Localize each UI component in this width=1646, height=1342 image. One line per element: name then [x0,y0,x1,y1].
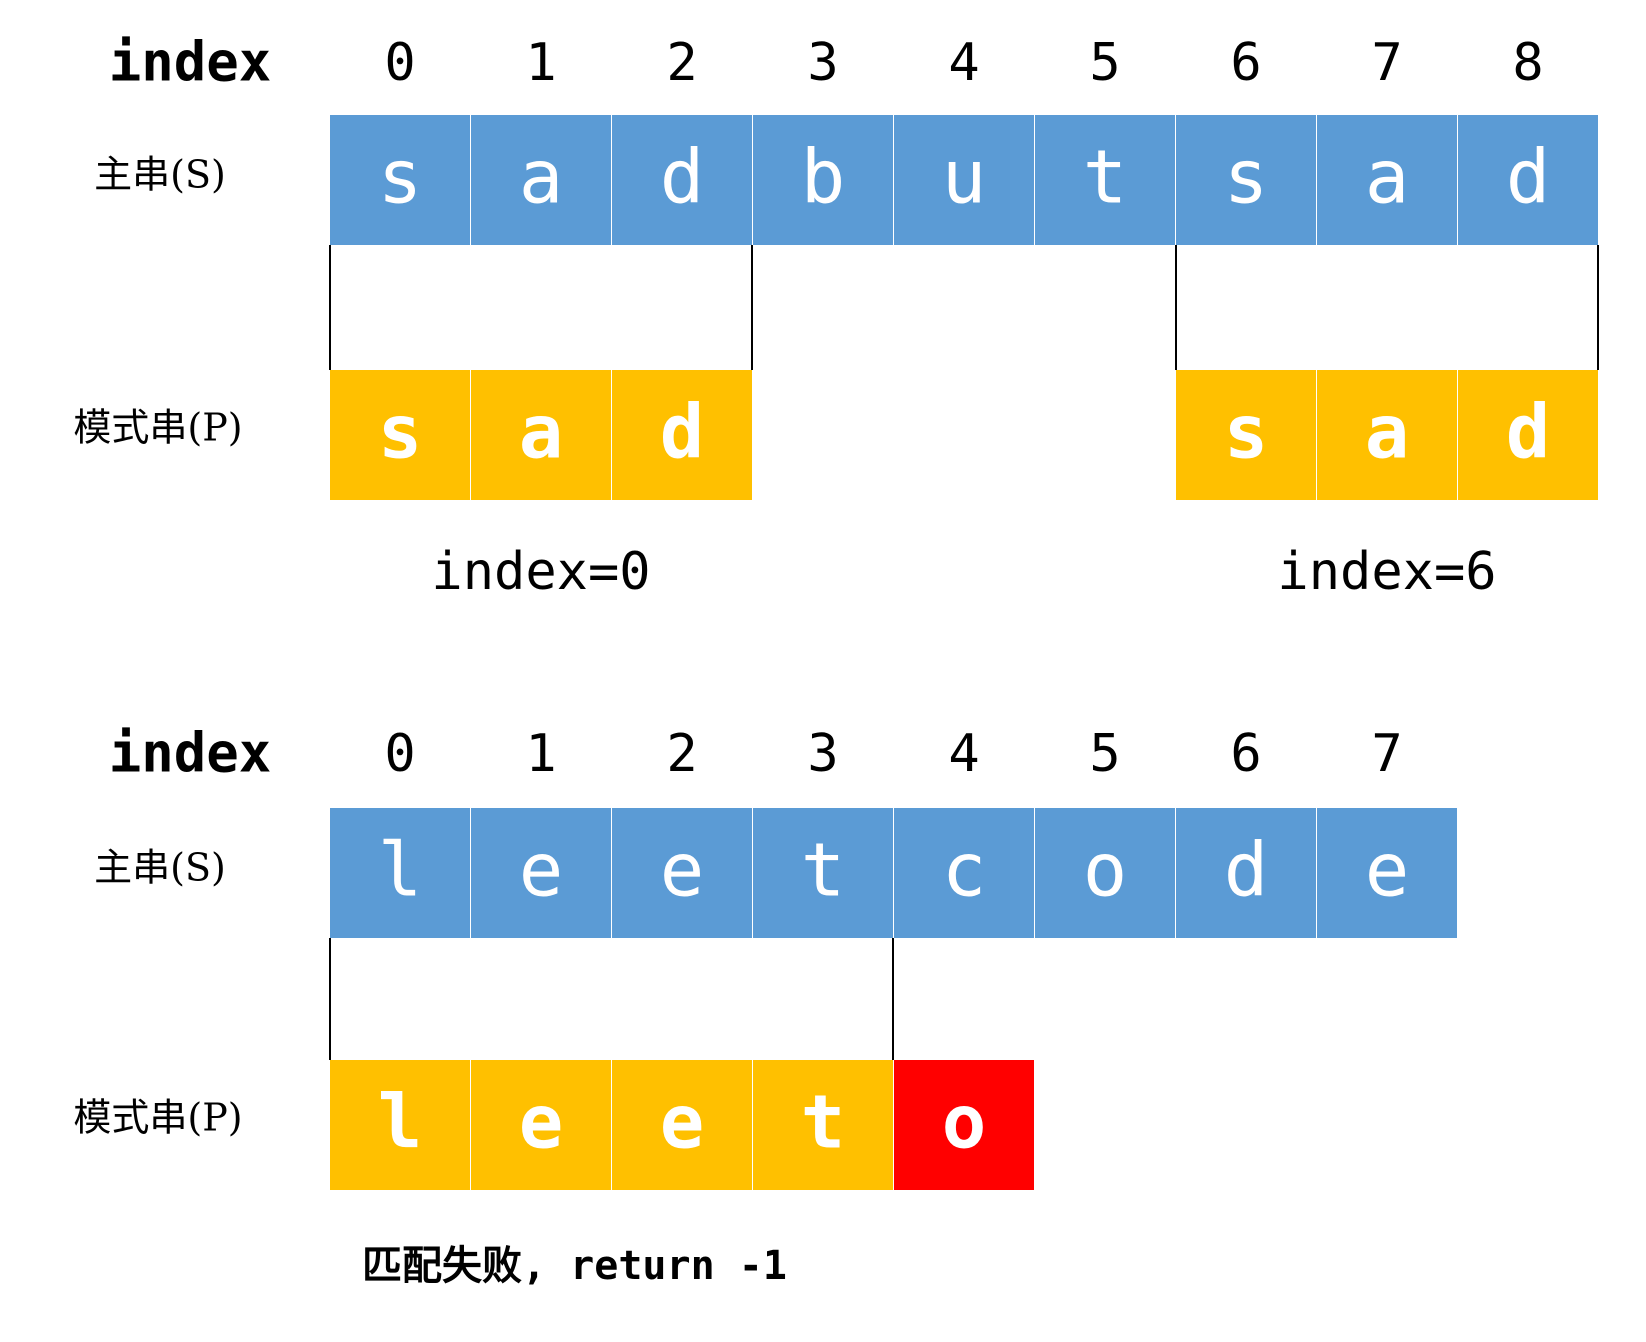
main-string-cell [1035,115,1175,245]
pattern-string-cell [1176,370,1316,500]
index-number: 1 [525,724,556,784]
pattern-string-char: o [942,1080,987,1166]
main-string-cell [612,115,752,245]
index-number: 5 [1089,33,1120,93]
index-number: 4 [948,33,979,93]
main-string-cell [471,115,611,245]
main-string-cell [1035,808,1175,938]
main-string-char: t [1083,135,1128,221]
index-number: 1 [525,33,556,93]
main-string-char: a [1365,135,1410,221]
pattern-string-char: s [378,390,423,476]
main-string-cell [894,808,1034,938]
main-string-cell [894,115,1034,245]
pattern-string-char: e [519,1080,564,1166]
pattern-string-cell [471,1060,611,1190]
main-string-cell [1458,115,1598,245]
pattern-string-cell [612,370,752,500]
main-string-char: d [1506,135,1551,221]
index-number: 3 [807,33,838,93]
main-string-cell [753,115,893,245]
main-string-cell [1176,115,1316,245]
pattern-string-label: 模式串(P) [73,406,242,450]
main-string-char: o [1083,828,1128,914]
main-string-char: c [942,828,987,914]
pattern-string-cell [1458,370,1598,500]
pattern-string-char: a [1365,390,1410,476]
main-string-char: s [378,135,423,221]
match-result-text: 匹配失败, return -1 [362,1243,787,1289]
main-string-label: 主串(S) [94,846,226,890]
pattern-string-char: t [801,1080,846,1166]
main-string-label: 主串(S) [94,153,226,197]
main-string-char: d [1224,828,1269,914]
main-string-char: u [942,135,987,221]
index-number: 6 [1230,724,1261,784]
index-header-label: index [109,722,272,785]
pattern-string-label: 模式串(P) [73,1096,242,1140]
pattern-string-cell [612,1060,752,1190]
pattern-string-cell [753,1060,893,1190]
index-number: 0 [384,724,415,784]
pattern-string-cell [330,1060,470,1190]
index-number: 7 [1371,724,1402,784]
index-number: 3 [807,724,838,784]
match-index-caption: index=6 [1277,542,1496,602]
main-string-cell [1317,808,1457,938]
pattern-string-char: s [1224,390,1269,476]
main-string-cell [612,808,752,938]
main-string-cell [330,115,470,245]
index-number: 8 [1512,33,1543,93]
index-number: 4 [948,724,979,784]
main-string-char: e [660,828,705,914]
index-header-label: index [109,31,272,94]
main-string-char: t [801,828,846,914]
main-string-char: b [801,135,846,221]
pattern-string-cell [1317,370,1457,500]
match-index-caption: index=0 [431,542,650,602]
index-number: 0 [384,33,415,93]
pattern-string-char: a [519,390,564,476]
main-string-cell [1176,808,1316,938]
main-string-char: a [519,135,564,221]
pattern-string-char: d [1506,390,1551,476]
main-string-cell [1317,115,1457,245]
main-string-cell [330,808,470,938]
index-number: 6 [1230,33,1261,93]
index-number: 5 [1089,724,1120,784]
main-string-char: e [519,828,564,914]
index-number: 2 [666,724,697,784]
pattern-mismatch-cell [894,1060,1034,1190]
main-string-char: e [1365,828,1410,914]
pattern-string-char: d [660,390,705,476]
pattern-string-cell [471,370,611,500]
main-string-char: s [1224,135,1269,221]
pattern-string-cell [330,370,470,500]
main-string-char: d [660,135,705,221]
index-number: 7 [1371,33,1402,93]
pattern-string-char: l [378,1080,423,1166]
main-string-char: l [378,828,423,914]
pattern-string-char: e [660,1080,705,1166]
index-number: 2 [666,33,697,93]
main-string-cell [753,808,893,938]
main-string-cell [471,808,611,938]
